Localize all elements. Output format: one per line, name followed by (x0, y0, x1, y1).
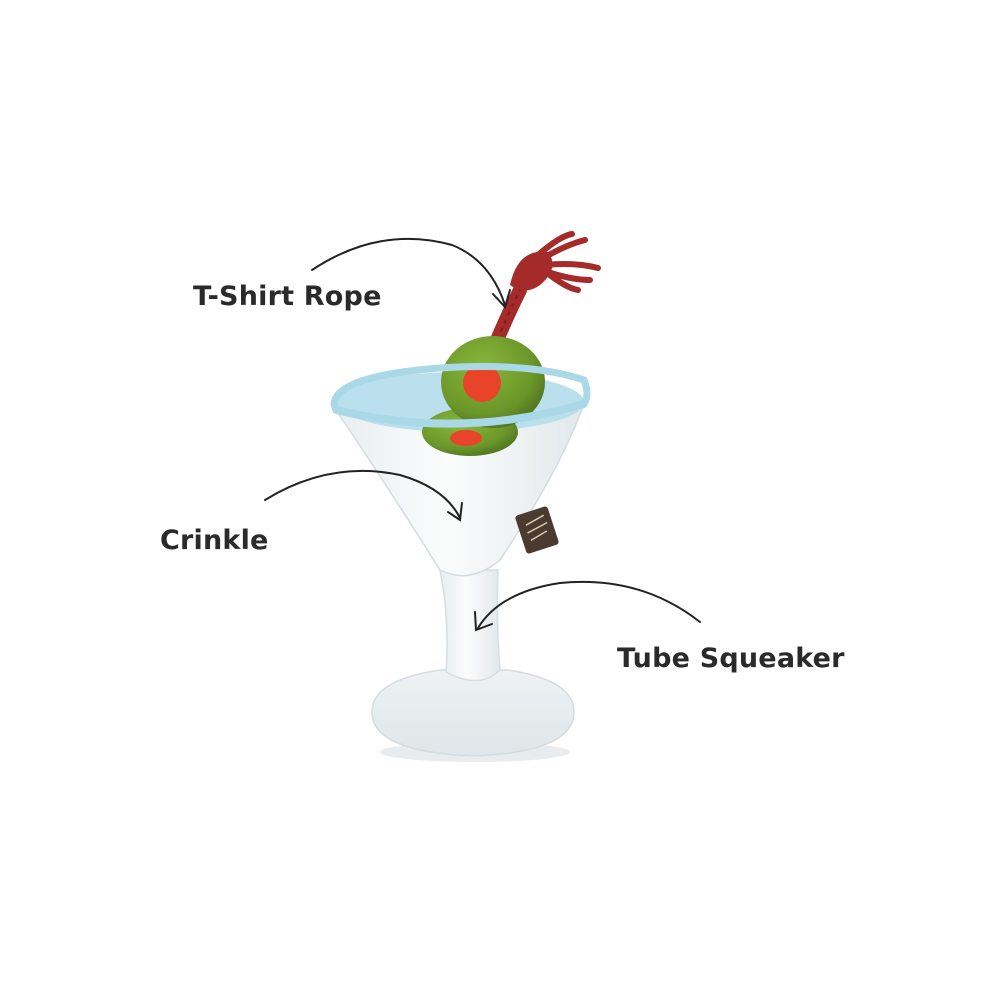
rope-frayed-ends (535, 231, 601, 293)
glass-base (371, 669, 575, 757)
brand-tag (515, 506, 559, 554)
rim-front (335, 400, 586, 428)
callout-tube-squeaker: Tube Squeaker (617, 643, 845, 674)
arrow-crinkle (264, 469, 463, 522)
tag-stitching (525, 514, 548, 542)
pimento-lower-icon (450, 430, 482, 446)
callout-crinkle: Crinkle (160, 525, 269, 556)
pimento-upper-icon (463, 364, 501, 402)
callout-t-shirt-rope: T-Shirt Rope (193, 281, 382, 312)
rope-braid (496, 289, 521, 341)
arrow-squeaker (474, 580, 701, 632)
arrow-rope (311, 237, 511, 309)
